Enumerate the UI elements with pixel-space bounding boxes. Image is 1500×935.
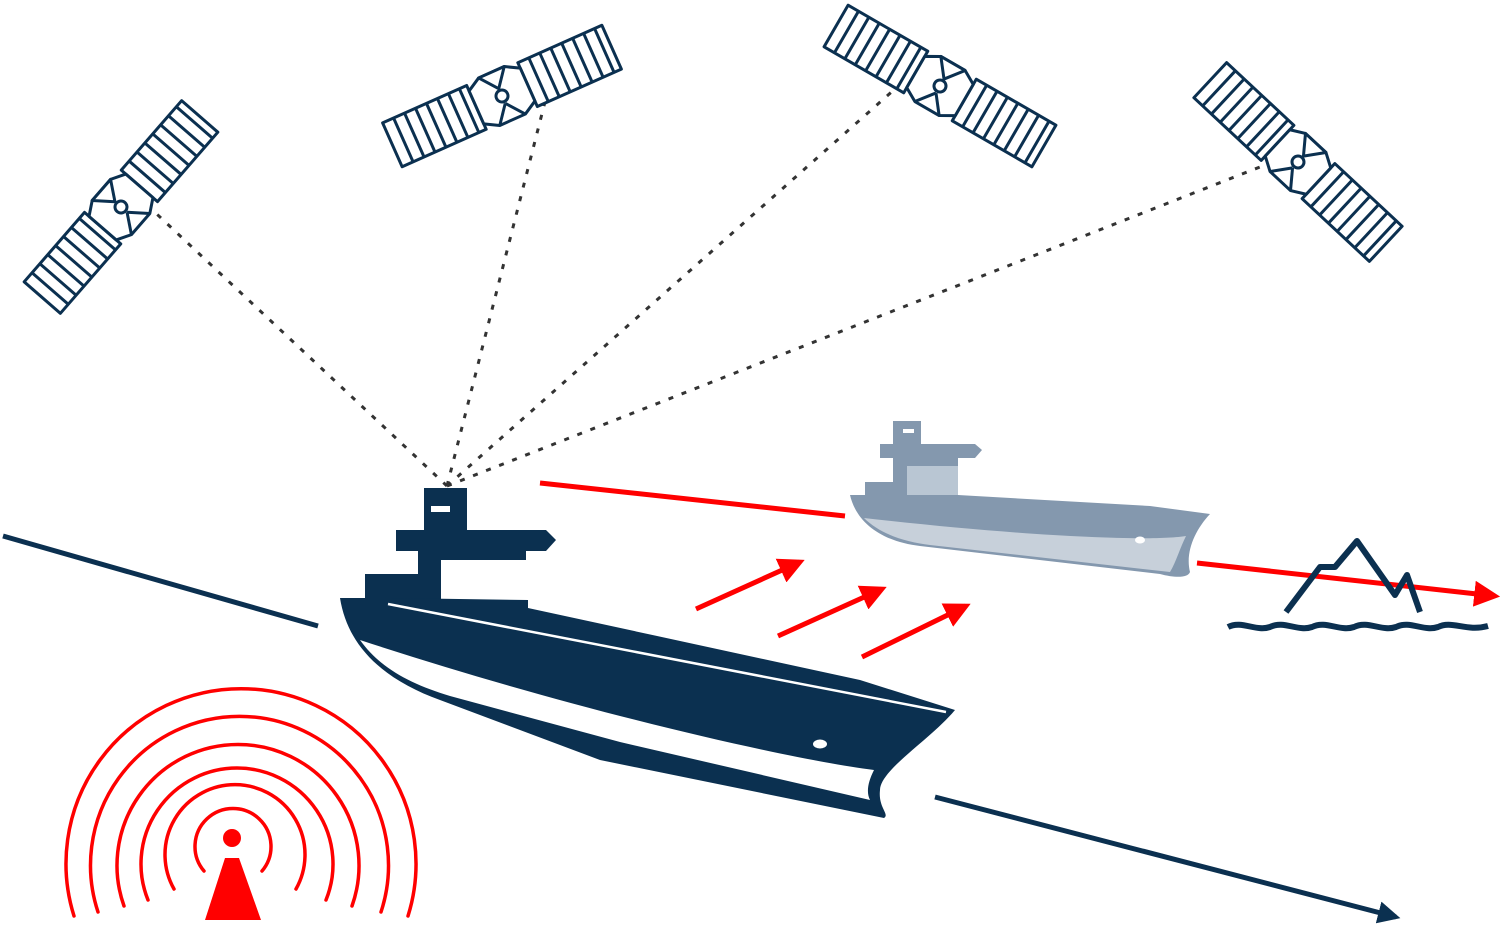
satellite-signal-lines — [143, 78, 1266, 488]
push-arrow — [776, 585, 887, 639]
satellite-icon — [1191, 59, 1405, 265]
jamming-transmitter-icon — [64, 686, 418, 920]
cargo-ship-icon — [340, 488, 955, 818]
spoofing-push-arrows — [694, 558, 971, 660]
push-arrow — [860, 603, 971, 660]
signal-line-4 — [446, 163, 1266, 488]
true-heading-arrow — [934, 794, 1401, 924]
satellite-icon — [380, 21, 624, 171]
ghost-ship-icon — [850, 421, 1210, 577]
iceberg-hazard-icon — [1226, 538, 1489, 632]
signal-line-2 — [445, 93, 549, 487]
satellites — [21, 1, 1405, 317]
spoofed-offset-line — [539, 480, 846, 519]
spoofed-heading-arrow — [1196, 560, 1500, 607]
signal-line-3 — [446, 78, 906, 488]
satellite-icon — [821, 1, 1059, 171]
push-arrow — [694, 558, 805, 612]
satellite-icon — [21, 97, 221, 317]
past-track-line — [2, 533, 319, 629]
signal-line-1 — [143, 201, 449, 488]
